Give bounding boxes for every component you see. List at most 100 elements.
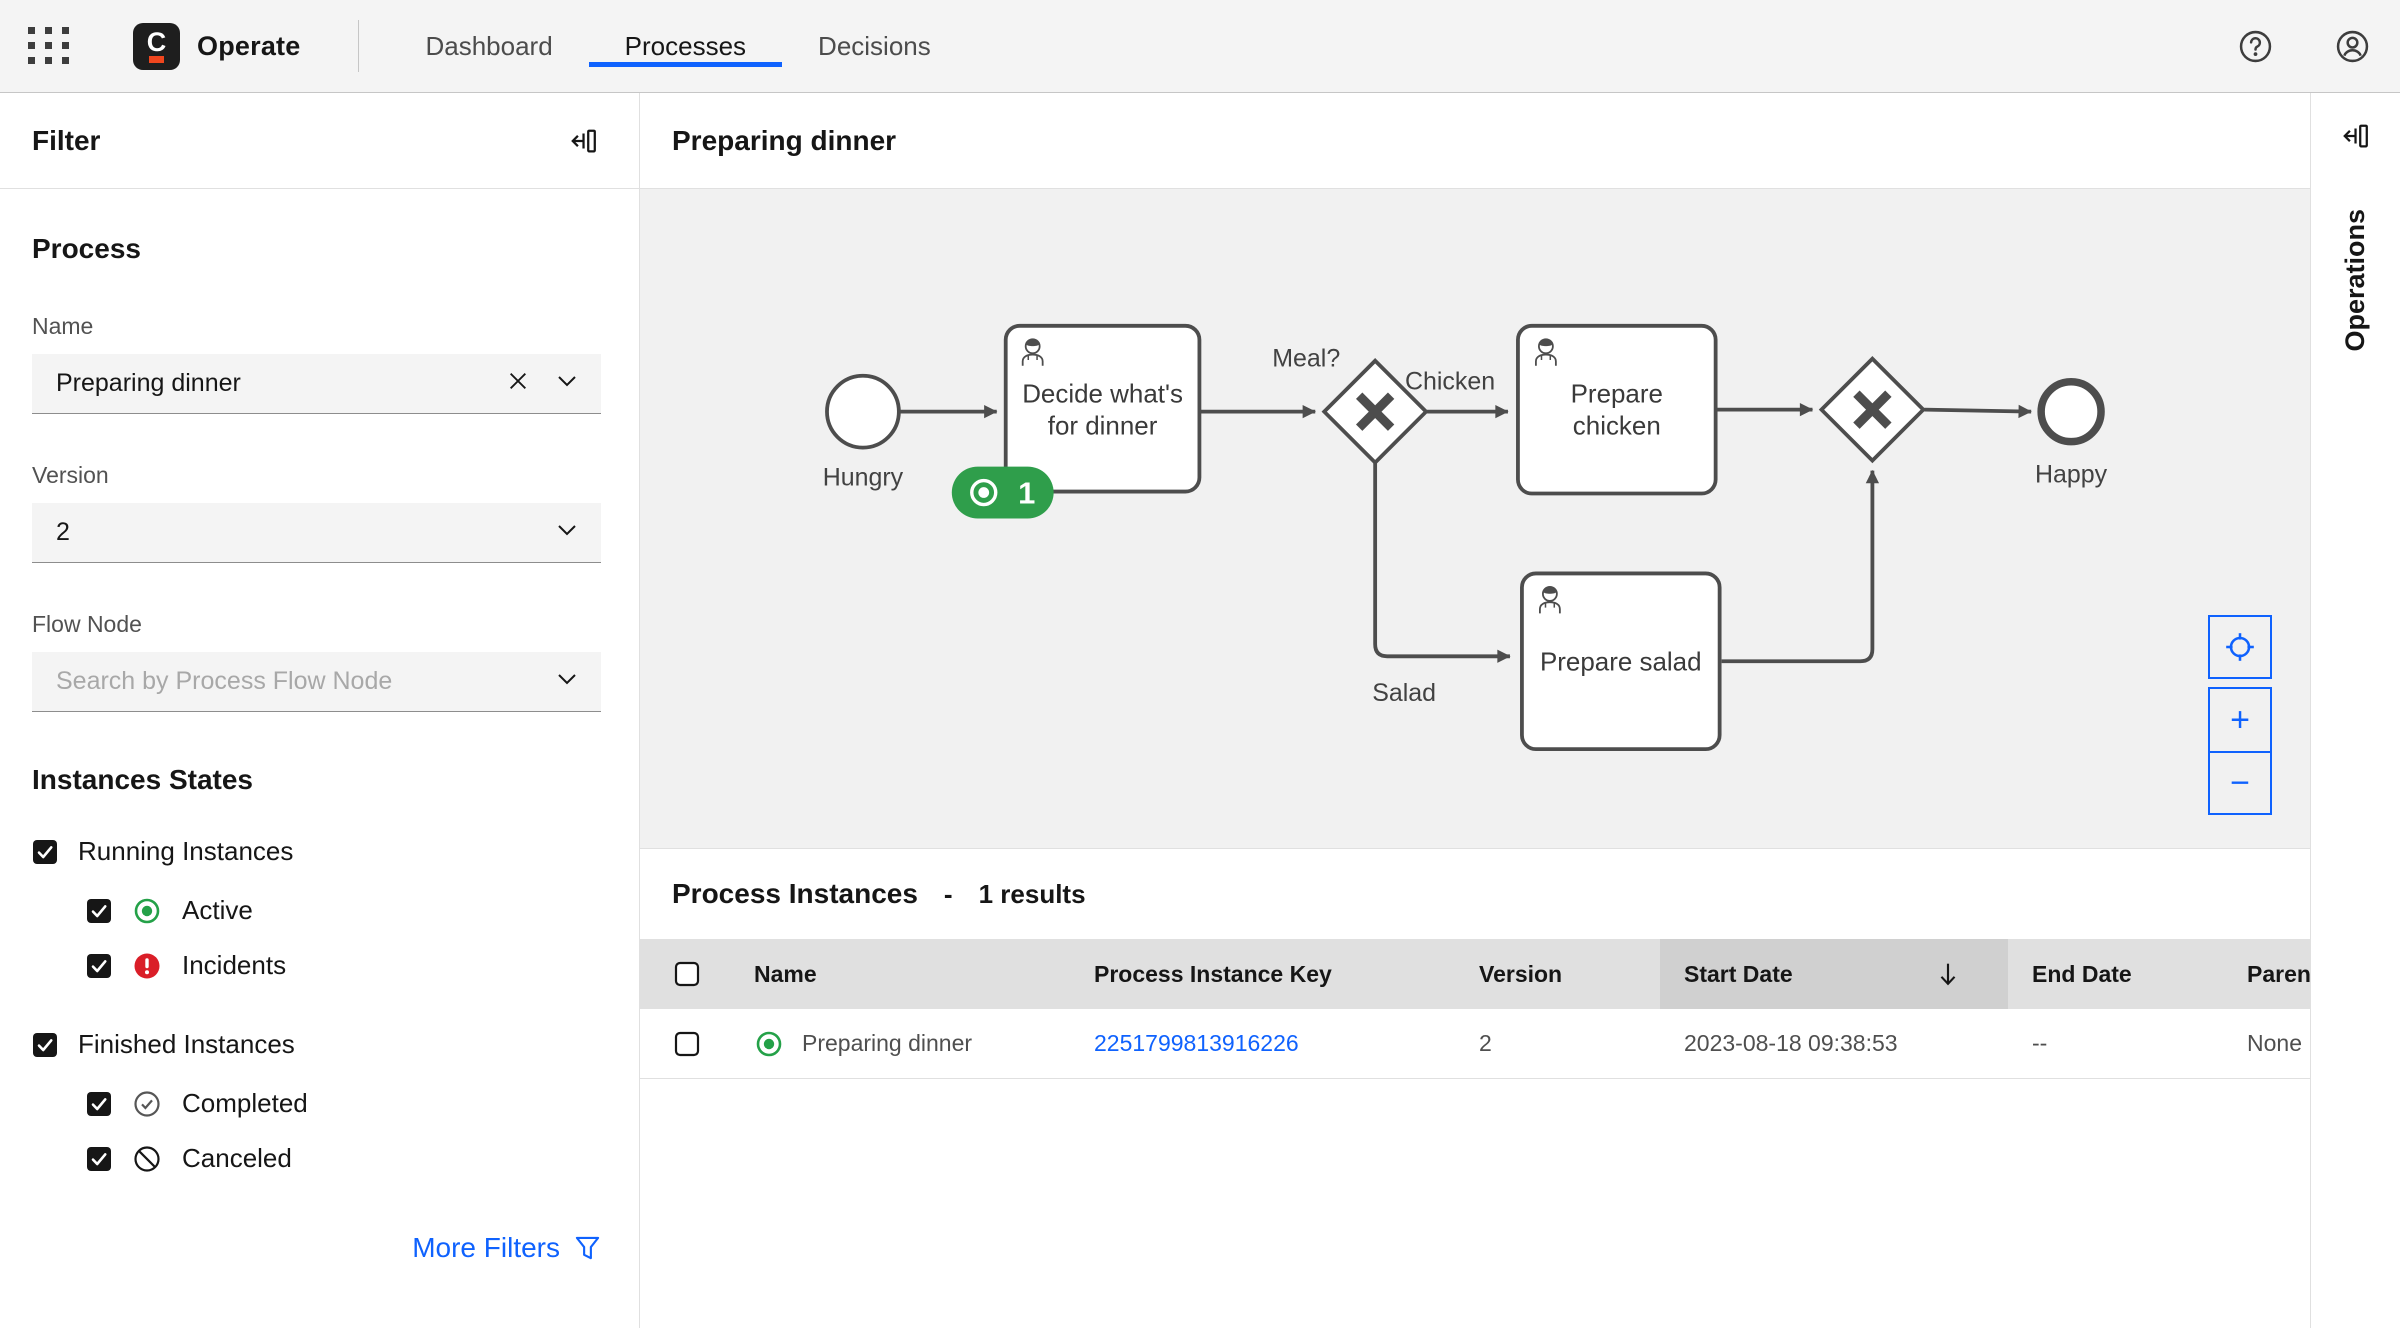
checkbox-canceled[interactable]: Canceled bbox=[86, 1143, 601, 1174]
column-header-parent[interactable]: Parent Process Instance Key bbox=[2247, 960, 2310, 987]
end-event-label: Happy bbox=[2035, 461, 2108, 489]
process-instances-header: Process Instances - 1 results bbox=[640, 849, 2310, 939]
flow-chicken-label: Chicken bbox=[1405, 368, 1495, 396]
gateway-x-mark bbox=[1853, 390, 1892, 429]
sort-descending-icon bbox=[1933, 959, 1963, 989]
process-section-title: Process bbox=[32, 233, 141, 264]
task-decide-label-line2: for dinner bbox=[1048, 411, 1158, 441]
checkbox-running-instances[interactable]: Running Instances bbox=[32, 836, 601, 867]
tab-decisions[interactable]: Decisions bbox=[818, 30, 931, 61]
version-value: 2 bbox=[56, 518, 70, 546]
process-instances-title: Process Instances bbox=[672, 878, 918, 909]
incident-state-icon bbox=[134, 953, 160, 978]
cell-start-date: 2023-08-18 09:38:53 bbox=[1684, 1030, 1898, 1056]
incidents-label: Incidents bbox=[182, 950, 287, 980]
cell-parent: None bbox=[2247, 1030, 2302, 1056]
zoom-in-button[interactable]: + bbox=[2230, 700, 2250, 739]
canceled-state-icon bbox=[134, 1145, 160, 1172]
checkbox-finished-instances[interactable]: Finished Instances bbox=[32, 1029, 601, 1060]
tab-dashboard[interactable]: Dashboard bbox=[425, 30, 553, 61]
cell-version: 2 bbox=[1479, 1030, 1492, 1056]
expand-operations-panel-icon[interactable] bbox=[2341, 121, 2371, 151]
diagram-title: Preparing dinner bbox=[672, 124, 897, 156]
gateway-meal-label: Meal? bbox=[1272, 345, 1340, 373]
process-name-value: Preparing dinner bbox=[56, 369, 241, 397]
instances-states-title: Instances States bbox=[32, 764, 253, 795]
column-header-name[interactable]: Name bbox=[754, 960, 817, 987]
logo-letter: C bbox=[146, 26, 167, 57]
checkbox-incidents[interactable]: Incidents bbox=[86, 950, 601, 981]
end-event-happy[interactable] bbox=[2037, 377, 2105, 446]
checkbox-checked-icon bbox=[33, 839, 57, 864]
crosshair-icon bbox=[2226, 633, 2254, 661]
main-nav: Dashboard Processes Decisions bbox=[389, 26, 966, 67]
flow-salad-label: Salad bbox=[1372, 679, 1436, 707]
instance-name: Preparing dinner bbox=[802, 1030, 973, 1056]
cell-name: Preparing dinner bbox=[730, 1009, 1070, 1078]
app-title: Operate bbox=[197, 30, 301, 61]
version-label: Version bbox=[32, 462, 109, 488]
process-name-combobox[interactable]: Preparing dinner bbox=[32, 354, 601, 414]
checkbox-checked-icon bbox=[87, 953, 111, 978]
active-instances-badge: 1 bbox=[951, 466, 1054, 519]
filter-funnel-icon bbox=[575, 1236, 600, 1259]
clear-icon[interactable] bbox=[507, 370, 529, 397]
sequence-flows bbox=[899, 403, 2032, 664]
column-header-version[interactable]: Version bbox=[1479, 960, 1563, 987]
start-event-label: Hungry bbox=[823, 464, 904, 492]
chevron-down-icon[interactable] bbox=[555, 369, 579, 398]
checkbox-active[interactable]: Active bbox=[86, 895, 601, 926]
flow-node-placeholder: Search by Process Flow Node bbox=[56, 667, 393, 695]
flow-node-label: Flow Node bbox=[32, 611, 142, 637]
checkbox-checked-icon bbox=[87, 1091, 111, 1116]
results-count: 1 results bbox=[978, 878, 1086, 909]
column-header-key[interactable]: Process Instance Key bbox=[1094, 960, 1332, 987]
instance-key-link[interactable]: 2251799813916226 bbox=[1094, 1030, 1299, 1056]
instances-table-header: Name Process Instance Key Version Start … bbox=[640, 939, 2310, 1009]
checkbox-unchecked-icon bbox=[674, 1031, 700, 1056]
operations-panel-collapsed: Operations bbox=[2310, 93, 2400, 1328]
table-row[interactable]: Preparing dinner 2251799813916226 2 2023… bbox=[640, 1009, 2310, 1079]
cell-end-date: -- bbox=[2032, 1030, 2048, 1056]
task-decide-dinner[interactable] bbox=[1003, 323, 1202, 494]
task-prepare-salad[interactable] bbox=[1520, 571, 1722, 752]
checkbox-unchecked-icon bbox=[674, 961, 700, 987]
user-icon[interactable] bbox=[2335, 29, 2370, 64]
diagram-zoom-controls: + − bbox=[2208, 687, 2272, 815]
app-switcher-icon[interactable] bbox=[28, 27, 69, 65]
row-checkbox[interactable] bbox=[640, 1009, 730, 1078]
header-divider bbox=[358, 20, 360, 72]
chevron-down-icon[interactable] bbox=[555, 518, 579, 547]
filter-title: Filter bbox=[32, 124, 101, 156]
column-header-start-date[interactable]: Start Date bbox=[1660, 939, 2008, 1009]
separator: - bbox=[943, 878, 953, 909]
cell-key: 2251799813916226 bbox=[1070, 1009, 1455, 1078]
active-state-icon bbox=[756, 1031, 782, 1056]
column-header-end-date[interactable]: End Date bbox=[2032, 960, 2132, 987]
chevron-down-icon[interactable] bbox=[555, 667, 579, 696]
checkbox-completed[interactable]: Completed bbox=[86, 1088, 601, 1119]
bpmn-diagram-canvas[interactable]: Hungry Decide what's for dinner 1 Meal? … bbox=[640, 189, 2310, 849]
active-state-icon bbox=[134, 898, 160, 923]
operations-panel-title: Operations bbox=[2340, 209, 2370, 352]
zoom-out-button[interactable]: − bbox=[2210, 751, 2270, 813]
checkbox-checked-icon bbox=[33, 1032, 57, 1057]
camunda-logo: C bbox=[133, 22, 180, 70]
task-chicken-label-line2: chicken bbox=[1573, 411, 1661, 441]
more-filters-link[interactable]: More Filters bbox=[32, 1232, 601, 1264]
logo-dash bbox=[149, 55, 164, 63]
flow-node-combobox[interactable]: Search by Process Flow Node bbox=[32, 652, 601, 712]
task-prepare-chicken[interactable] bbox=[1516, 323, 1718, 496]
collapse-panel-icon[interactable] bbox=[569, 126, 599, 156]
start-event-hungry[interactable] bbox=[825, 373, 901, 450]
task-decide-label-line1: Decide what's bbox=[1022, 379, 1183, 409]
tab-processes[interactable]: Processes bbox=[588, 26, 783, 67]
start-date-label: Start Date bbox=[1684, 960, 1793, 987]
name-label: Name bbox=[32, 313, 94, 339]
version-dropdown[interactable]: 2 bbox=[32, 503, 601, 563]
help-icon[interactable] bbox=[2238, 29, 2273, 64]
diagram-reset-view-button[interactable] bbox=[2208, 615, 2272, 679]
task-chicken-label-line1: Prepare bbox=[1571, 379, 1663, 409]
completed-state-icon bbox=[134, 1090, 160, 1117]
select-all-checkbox[interactable] bbox=[640, 939, 730, 1009]
